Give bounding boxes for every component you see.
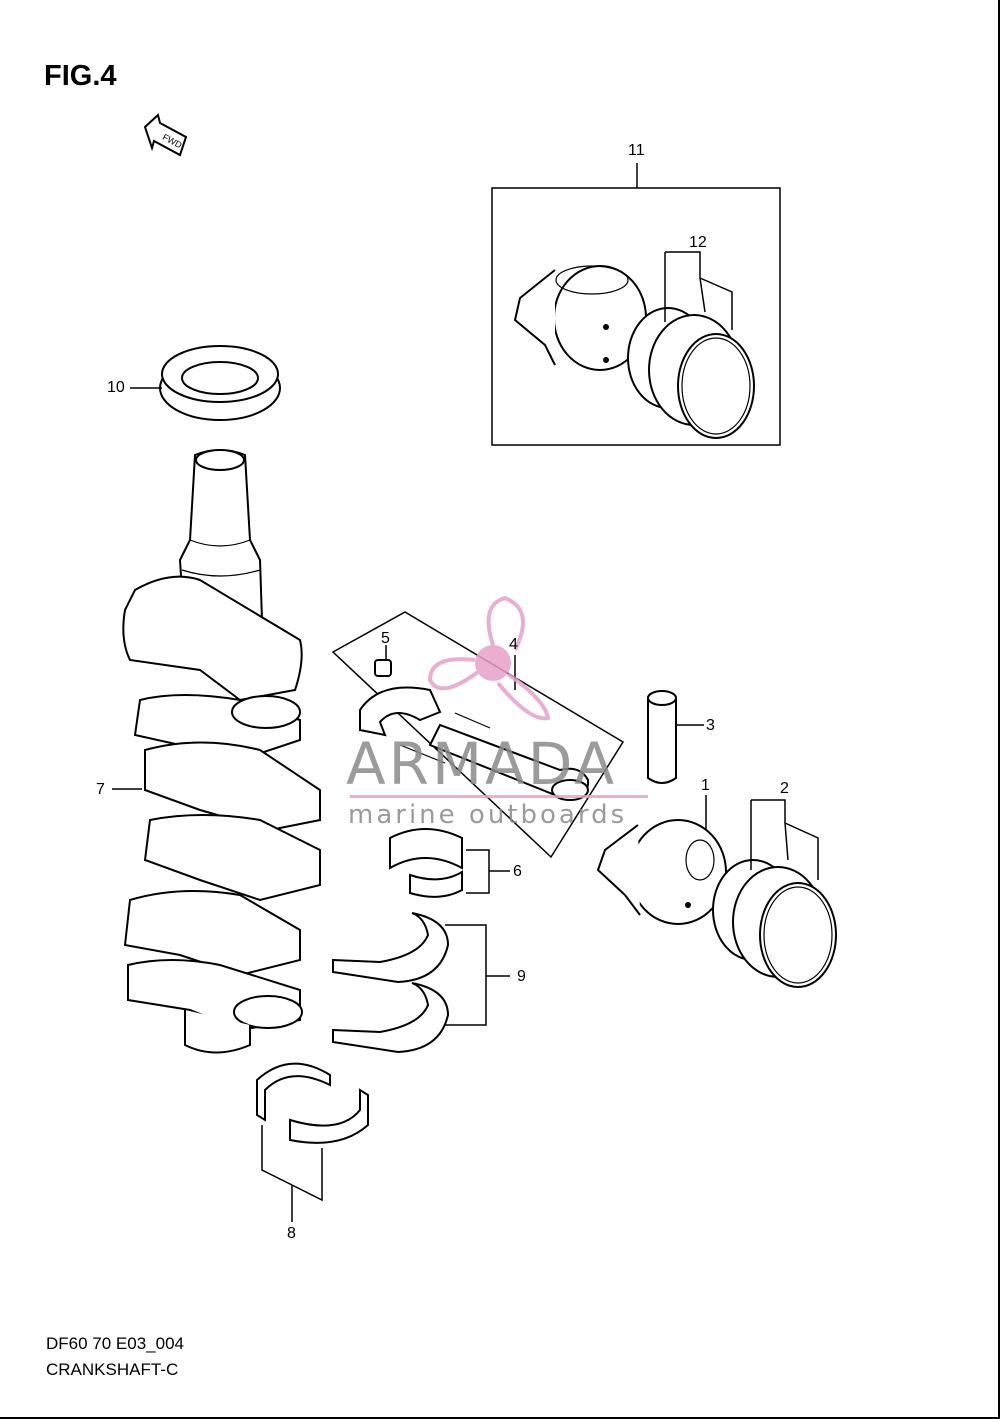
callout-7: 7 xyxy=(96,781,105,798)
piston-pin-3 xyxy=(647,690,677,784)
watermark-tagline: marine outboards xyxy=(348,800,628,830)
conrod-bearing-6 xyxy=(389,828,463,898)
figure-title: FIG.4 xyxy=(44,60,117,92)
diagram-name: CRANKSHAFT-C xyxy=(46,1360,179,1379)
callout-9: 9 xyxy=(517,968,526,985)
fwd-arrow-icon: FWD xyxy=(143,113,188,157)
watermark-divider xyxy=(350,795,648,798)
watermark-propeller-icon xyxy=(427,595,551,721)
watermark-brand: ARMADA xyxy=(346,730,618,798)
callout-12: 12 xyxy=(689,234,707,251)
oil-seal-10 xyxy=(159,345,281,421)
diagram-code: DF60 70 E03_004 xyxy=(46,1334,184,1353)
thrust-washer-9 xyxy=(332,912,450,1054)
callout-5: 5 xyxy=(381,630,390,647)
main-bearing-8 xyxy=(256,1062,369,1144)
piston-kit-box xyxy=(491,187,781,446)
callout-1: 1 xyxy=(701,777,710,794)
callout-2: 2 xyxy=(780,780,789,797)
nut-5 xyxy=(374,659,392,677)
callout-10: 10 xyxy=(107,379,125,396)
piston-rings-12 xyxy=(627,307,755,439)
callout-4: 4 xyxy=(509,636,518,653)
callout-11: 11 xyxy=(628,142,645,159)
connecting-rod-4 xyxy=(359,686,590,801)
callout-6: 6 xyxy=(513,863,522,880)
piston-11 xyxy=(513,265,647,371)
callout-8: 8 xyxy=(287,1225,296,1242)
callout-3: 3 xyxy=(706,717,715,734)
conrod-kit-box xyxy=(331,611,625,859)
piston-1 xyxy=(596,819,727,925)
crankshaft-7 xyxy=(122,449,321,1054)
piston-rings-2 xyxy=(712,859,837,988)
